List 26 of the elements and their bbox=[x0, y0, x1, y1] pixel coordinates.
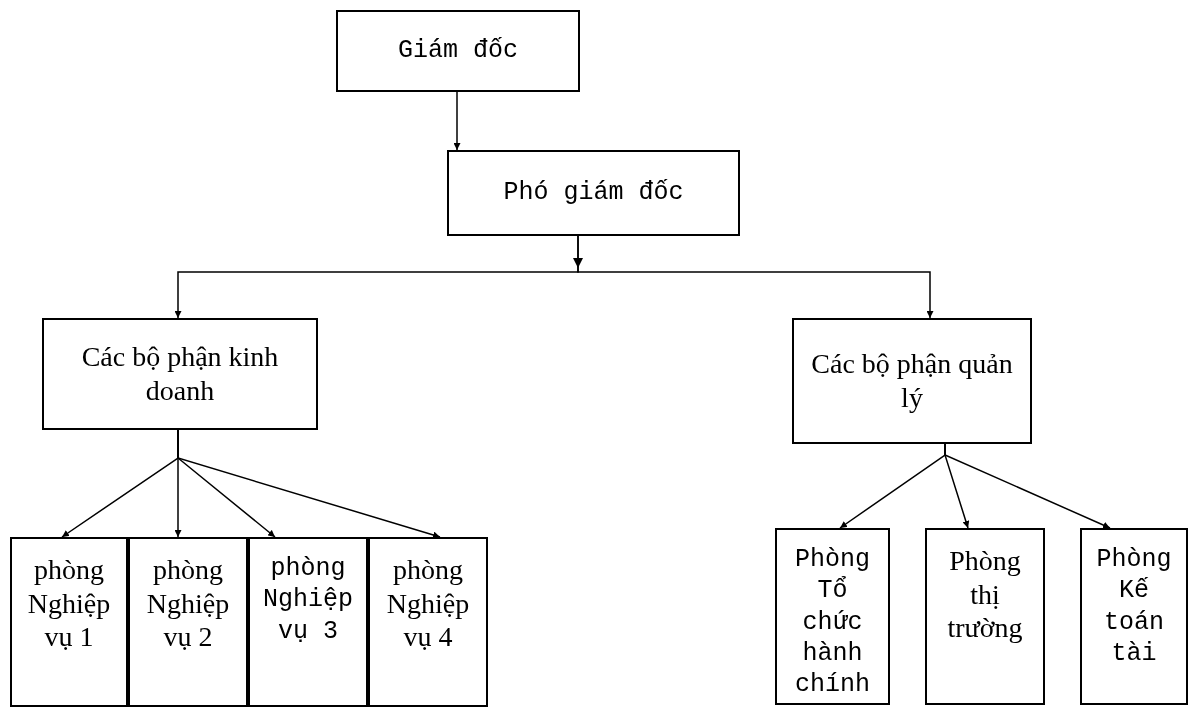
org-box bbox=[792, 318, 1032, 444]
org-box bbox=[248, 537, 368, 707]
department-name: phòng Nghiệp vụ 1 bbox=[26, 553, 112, 654]
arrow bbox=[577, 235, 934, 319]
department-name: Phó giám đốc bbox=[503, 177, 684, 209]
department-name: phòng Nghiệp vụ 3 bbox=[262, 553, 354, 647]
arrow bbox=[453, 91, 461, 151]
org-box bbox=[775, 528, 890, 705]
department-name: Phòng Kế toán tài bbox=[1095, 544, 1173, 669]
department-name: Giám đốc bbox=[398, 35, 518, 67]
org-box bbox=[925, 528, 1045, 705]
arrow bbox=[177, 429, 441, 539]
org-box bbox=[42, 318, 318, 430]
org-box bbox=[1080, 528, 1188, 705]
org-box bbox=[10, 537, 128, 707]
org-box bbox=[336, 10, 580, 92]
department-name: Phòng thị trường bbox=[946, 544, 1024, 645]
org-box bbox=[128, 537, 248, 707]
department-name: Phòng Tổ chức hành chính bbox=[794, 544, 871, 701]
org-box bbox=[368, 537, 488, 707]
department-name: Các bộ phận quản lý bbox=[810, 347, 1014, 415]
arrow bbox=[944, 443, 1111, 529]
department-name: phòng Nghiệp vụ 2 bbox=[145, 553, 231, 654]
department-name: Các bộ phận kinh doanh bbox=[80, 340, 280, 408]
org-box bbox=[447, 150, 740, 236]
department-name: phòng Nghiệp vụ 4 bbox=[385, 553, 471, 654]
